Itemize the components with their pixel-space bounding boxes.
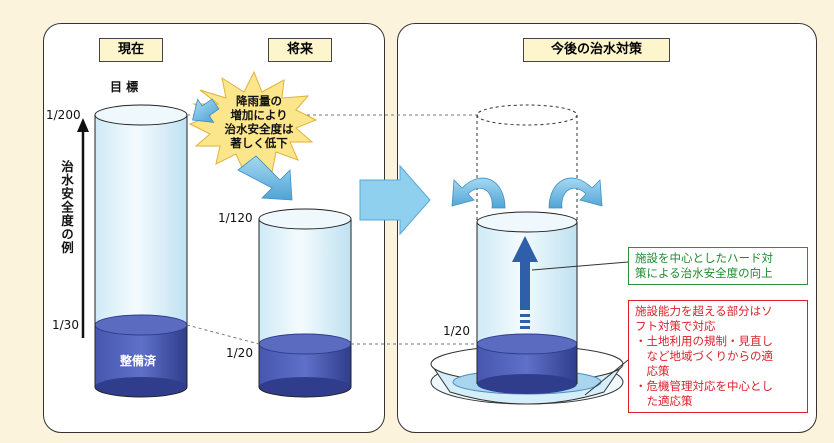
safety-axis-arrow <box>77 118 89 338</box>
soft-line-4: など地域づくりからの適 <box>635 349 773 363</box>
burst-line-2: 増加により <box>230 108 288 122</box>
future-header: 将来 <box>268 38 332 62</box>
current-cylinder <box>94 104 188 398</box>
target-label: 目 標 <box>110 80 139 94</box>
soft-line-7: た適応策 <box>635 394 693 408</box>
soft-line-6: ・危機管理対応を中心とし <box>635 379 773 393</box>
burst-line-3: 治水安全度は <box>224 122 294 136</box>
tick-1-30: 1/30 <box>52 318 79 332</box>
callout-leaders <box>531 261 629 396</box>
soft-line-5: 応策 <box>635 364 670 378</box>
transition-arrow <box>359 164 431 236</box>
soft-measures-callout: 施設能力を超える部分はソ フト対策で対応 ・土地利用の規制・見直し など地域づく… <box>628 300 808 413</box>
burst-pointer-arrow <box>192 98 220 123</box>
future-cylinder <box>258 208 352 398</box>
axis-label-safety: 治水安全度の例 <box>59 160 74 255</box>
soft-line-2: フト対策で対応 <box>635 319 716 333</box>
soft-line-3: ・土地利用の規制・見直し <box>635 334 773 348</box>
dashed-target-cylinder <box>476 104 578 222</box>
burst-line-1: 降雨量の <box>236 94 282 108</box>
rainfall-burst <box>188 70 318 174</box>
hard-line-1: 施設を中心としたハード対 <box>635 251 773 265</box>
current-header: 現在 <box>99 38 163 62</box>
hard-line-2: 策による治水安全度の向上 <box>635 266 773 280</box>
hard-measures-callout: 施設を中心としたハード対 策による治水安全度の向上 <box>628 247 808 285</box>
burst-line-4: 著しく低下 <box>230 136 288 150</box>
burst-text: 降雨量の 増加により 治水安全度は 著しく低下 <box>220 94 298 150</box>
tick-1-200: 1/200 <box>46 108 81 122</box>
soft-line-1: 施設能力を超える部分はソ <box>635 304 773 318</box>
filled-label: 整備済 <box>120 354 157 368</box>
tick-1-120: 1/120 <box>218 211 253 225</box>
overflow-curved-arrows <box>451 177 603 209</box>
measures-header: 今後の治水対策 <box>523 38 670 62</box>
tick-1-20-future: 1/20 <box>226 346 253 360</box>
improvement-up-arrow <box>512 236 538 329</box>
decline-arrow <box>237 155 293 201</box>
tick-1-20-measures: 1/20 <box>443 324 470 338</box>
